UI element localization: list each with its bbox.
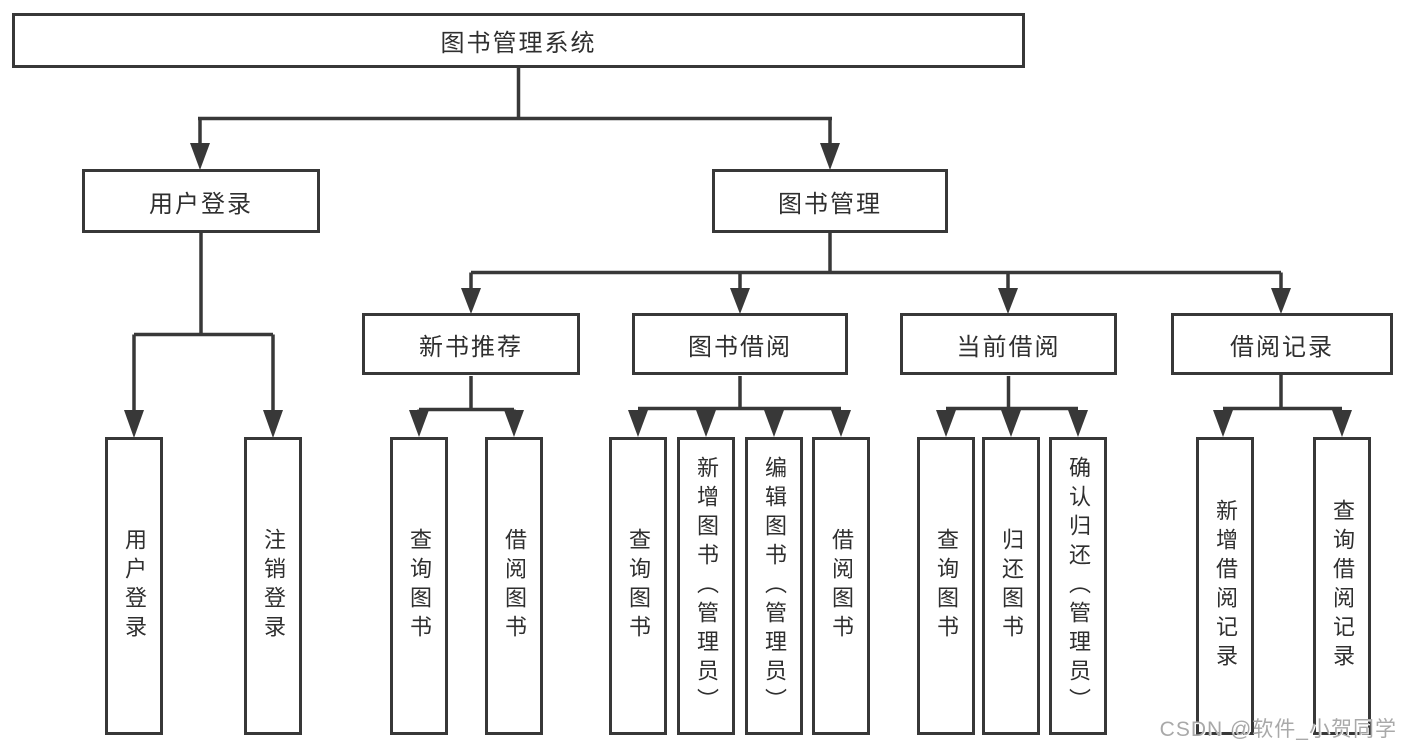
arrowhead [1001, 410, 1021, 437]
node-label: 确认归还（管理员） [1066, 455, 1091, 717]
node-label: 编辑图书（管理员） [762, 455, 787, 717]
node-label: 新增借阅记录 [1213, 499, 1238, 673]
arrowhead [1271, 288, 1291, 314]
arrowhead [1213, 410, 1233, 437]
node-new-book-recommend: 新书推荐 [362, 313, 580, 375]
arrowhead [461, 288, 481, 314]
connector-current-borrow-to-leaves [936, 376, 1088, 437]
node-label: 用户登录 [149, 190, 253, 218]
leaf-add-book-admin: 新增图书（管理员） [677, 437, 735, 735]
node-book-borrow: 图书借阅 [632, 313, 848, 375]
arrowhead [696, 410, 716, 437]
connector-new-book-recommend-to-leaves [409, 376, 524, 437]
node-library-management-system: 图书管理系统 [12, 13, 1025, 68]
node-label: 新书推荐 [419, 333, 523, 361]
connector-root-to-level2 [190, 68, 840, 170]
arrowhead [409, 410, 429, 437]
leaf-edit-book-admin: 编辑图书（管理员） [745, 437, 803, 735]
node-label: 查询图书 [934, 528, 959, 644]
arrowhead [504, 410, 524, 437]
leaf-return-book: 归还图书 [982, 437, 1040, 735]
leaf-confirm-return-admin: 确认归还（管理员） [1049, 437, 1107, 735]
leaf-add-borrow-record: 新增借阅记录 [1196, 437, 1254, 735]
node-label: 归还图书 [999, 528, 1024, 644]
arrowhead [190, 143, 210, 170]
leaf-query-borrow-record: 查询借阅记录 [1313, 437, 1371, 735]
node-label: 图书管理系统 [440, 30, 597, 57]
node-current-borrow: 当前借阅 [900, 313, 1117, 375]
arrowhead [1332, 410, 1352, 437]
connector-user-login-to-leaves [124, 233, 283, 438]
leaf-logout: 注销登录 [244, 437, 302, 735]
arrowhead [263, 410, 283, 438]
node-label: 注销登录 [261, 528, 286, 644]
arrowhead [998, 288, 1018, 314]
leaf-query-books-current: 查询图书 [917, 437, 975, 735]
arrowhead [124, 410, 144, 438]
leaf-user-login: 用户登录 [105, 437, 163, 735]
arrowhead [1068, 410, 1088, 437]
node-book-management: 图书管理 [712, 169, 948, 233]
arrowhead [730, 288, 750, 314]
leaf-query-books-recommend: 查询图书 [390, 437, 448, 735]
watermark: CSDN @软件_小贺同学 [1159, 718, 1397, 741]
leaf-borrow-books-recommend: 借阅图书 [485, 437, 543, 735]
node-label: 借阅图书 [829, 528, 854, 644]
connector-book-borrow-to-leaves [628, 376, 851, 437]
node-label: 图书借阅 [688, 333, 792, 361]
node-label: 用户登录 [122, 528, 147, 644]
node-borrow-records: 借阅记录 [1171, 313, 1393, 375]
arrowhead [764, 410, 784, 437]
arrowhead [936, 410, 956, 437]
leaf-query-books-borrow: 查询图书 [609, 437, 667, 735]
node-label: 当前借阅 [956, 333, 1061, 361]
connector-book-management-to-level3 [461, 233, 1291, 314]
node-label: 新增图书（管理员） [694, 455, 719, 717]
arrowhead [628, 410, 648, 437]
node-label: 查询图书 [407, 528, 432, 644]
arrowhead [831, 410, 851, 437]
node-label: 借阅记录 [1230, 333, 1334, 361]
node-label: 图书管理 [778, 190, 882, 218]
leaf-borrow-books: 借阅图书 [812, 437, 870, 735]
arrowhead [820, 143, 840, 170]
node-label: 查询图书 [626, 528, 651, 644]
connector-borrow-records-to-leaves [1213, 375, 1352, 437]
node-label: 查询借阅记录 [1330, 499, 1355, 673]
node-user-login-group: 用户登录 [82, 169, 320, 233]
node-label: 借阅图书 [502, 528, 527, 644]
